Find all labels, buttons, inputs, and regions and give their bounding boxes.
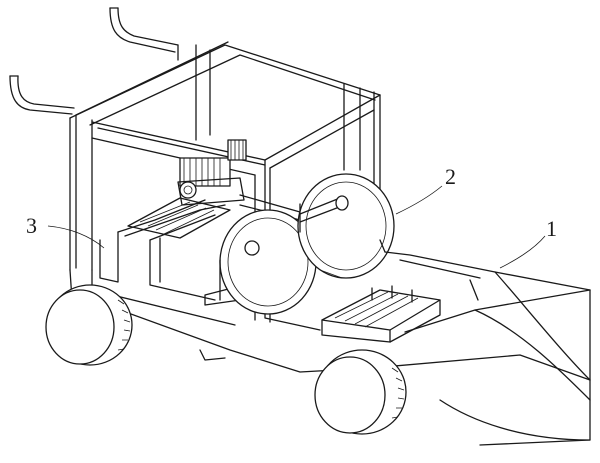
callout-label-2: 2: [445, 164, 456, 189]
callout-label-1: 1: [546, 216, 557, 241]
wheel-front-right: [314, 349, 407, 435]
callout-leader-1: [499, 235, 546, 269]
push-handles: [9, 7, 179, 115]
trough: [371, 239, 591, 446]
right-grate: [321, 285, 441, 343]
left-grate: [127, 197, 241, 306]
gear-motor: [177, 139, 301, 221]
callout-label-3: 3: [26, 213, 37, 238]
callout-leader-3: [47, 225, 105, 249]
wheel-front-left: [45, 284, 133, 366]
callout-leader-2: [395, 185, 443, 215]
disk: [297, 173, 395, 279]
